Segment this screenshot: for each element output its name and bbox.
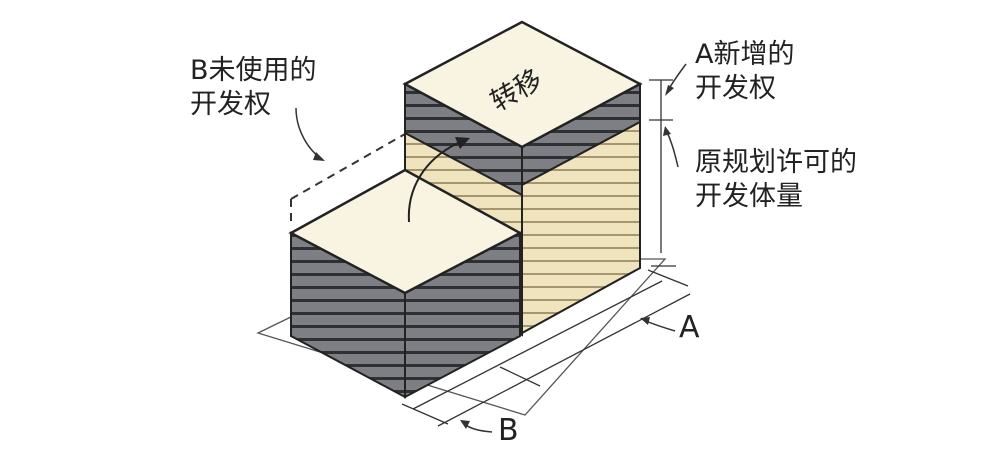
dimension-line-a <box>412 280 663 410</box>
original-label-line2: 开发体量 <box>695 181 803 212</box>
dimension-label-a: A <box>679 310 700 345</box>
building-b <box>288 168 523 399</box>
original-callout <box>665 129 679 168</box>
original-permitted-volume-label: 原规划许可的 开发体量 <box>695 146 857 214</box>
b-unused-label-line1: B未使用的 <box>190 55 317 86</box>
callout-arrowheads <box>313 85 674 429</box>
dimension-lines <box>401 79 691 427</box>
transfer-arrow <box>407 142 459 223</box>
transfer-arrowhead <box>455 137 470 149</box>
dimension-label-b: B <box>498 413 519 448</box>
building-a-roof <box>402 20 643 149</box>
b-unused-label-line2: 开发权 <box>190 89 271 120</box>
a-added-development-rights-label: A新增的 开发权 <box>695 38 794 106</box>
b-unused-development-rights-label: B未使用的 开发权 <box>190 54 317 122</box>
a-added-label-line1: A新增的 <box>695 39 795 70</box>
building-a-right-face-tan <box>521 120 641 335</box>
a-added-label-line2: 开发权 <box>695 73 776 104</box>
dimension-line-b <box>437 293 691 427</box>
building-b-roof <box>288 168 523 295</box>
original-label-line1: 原规划许可的 <box>695 147 857 178</box>
